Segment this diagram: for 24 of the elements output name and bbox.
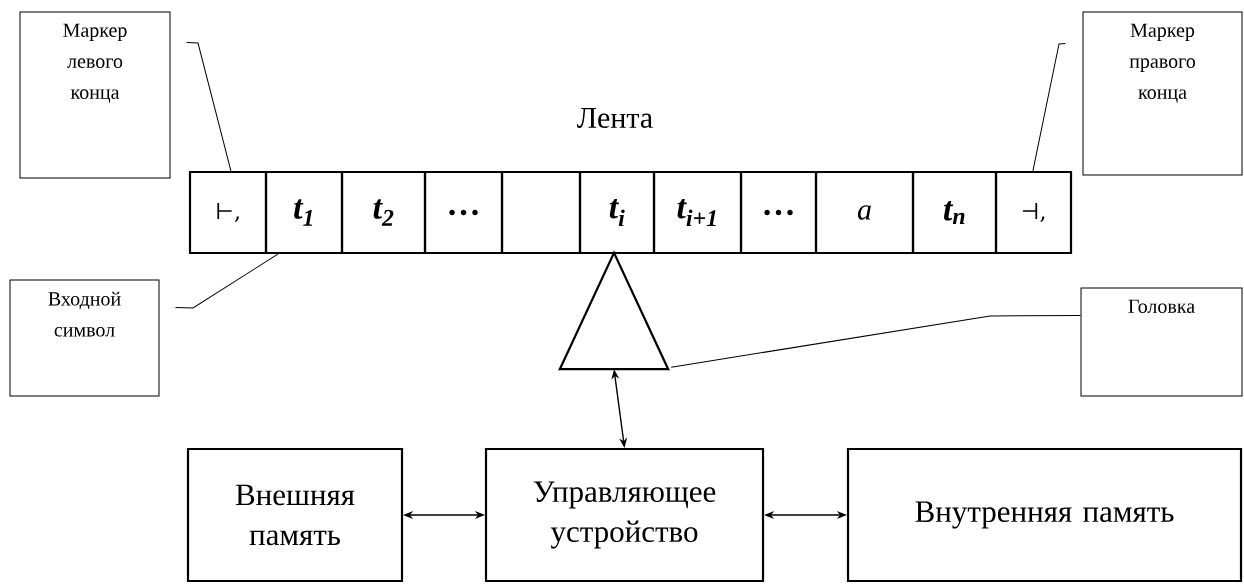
tape-cell: t$_{1}$ bbox=[264, 170, 344, 255]
process-box: Внутренняя память bbox=[846, 447, 1243, 583]
tape-cell: t$_{2}$ bbox=[340, 170, 427, 255]
leader-line bbox=[670, 315, 1081, 368]
head-triangle bbox=[558, 250, 670, 371]
leader-line bbox=[175, 253, 279, 309]
tape-label: Лента bbox=[577, 108, 653, 128]
tape-cell: ⊢, bbox=[188, 170, 268, 255]
callout-box: Входной символ bbox=[9, 279, 160, 397]
callout-box: Маркер правого конца bbox=[1082, 11, 1243, 176]
tape-cell: ⊣, bbox=[994, 170, 1073, 255]
callout-box: Маркер левого конца bbox=[19, 11, 171, 179]
tape-cell bbox=[500, 170, 582, 255]
tape-cell: a bbox=[814, 170, 915, 255]
leader-line bbox=[186, 42, 232, 172]
tape-cell: t$_{n}$ bbox=[911, 170, 998, 255]
leader-line bbox=[1032, 43, 1066, 172]
tape-cell: … bbox=[423, 170, 504, 255]
callout-box: Головка bbox=[1080, 287, 1243, 397]
tape-cell: t$_{i}$ bbox=[578, 170, 656, 255]
process-box: Управляющее устройство bbox=[484, 447, 765, 583]
tape-cell: … bbox=[739, 170, 818, 255]
tape-cell: t$_{i+1}$ bbox=[652, 170, 743, 255]
process-box: Внешняя память bbox=[186, 447, 404, 583]
